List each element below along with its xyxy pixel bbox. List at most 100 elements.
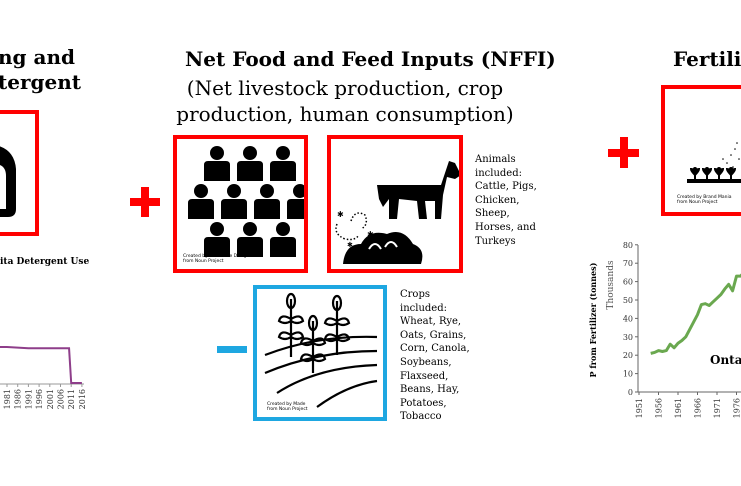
y-tick-label: 80 [623, 241, 633, 250]
person-head [243, 146, 257, 160]
person-body [204, 237, 230, 257]
crops-credit-line: from Noun Project [267, 407, 308, 412]
x-tick-label: 1961 [674, 398, 683, 418]
person-body [254, 199, 280, 219]
svg-text:✱: ✱ [347, 241, 353, 249]
detergent-bottle-icon [0, 146, 16, 217]
note-line: Tobacco [400, 411, 442, 423]
people-credit-line: Created by Rose Alice Design [183, 254, 250, 259]
nffi-subtitle-line-2: production, human consumption) [176, 102, 514, 126]
y-tick-label: 60 [623, 278, 633, 287]
fertilizer-icon-box: Created by Brand Mania from Noun Project [661, 85, 741, 216]
person-body [270, 237, 296, 257]
note-line: Beans, Hay, [400, 384, 460, 396]
person-body [188, 199, 214, 219]
x-tick-label: 2006 [57, 389, 66, 409]
person-head [293, 184, 307, 198]
y-tick-label: 50 [623, 296, 633, 305]
fertilizer-credit-line: from Noun Project [677, 200, 718, 205]
y-tick-label: 20 [623, 351, 633, 360]
y-tick-label: 10 [623, 370, 633, 379]
person-icon [287, 184, 313, 219]
plus-icon [130, 187, 160, 217]
y-tick-label: 70 [623, 259, 633, 268]
x-tick-label: 1971 [713, 398, 722, 418]
x-tick-label: 1986 [14, 389, 23, 409]
note-line: Oats, Grains, [400, 329, 467, 341]
x-tick-label: 1956 [655, 398, 664, 418]
person-head [276, 146, 290, 160]
person-head [227, 184, 241, 198]
person-body [287, 199, 313, 219]
person-icon [237, 222, 263, 257]
y-axis-label: P from Fertilizer (tonnes) [588, 262, 598, 377]
note-line: Soybeans, [400, 356, 452, 368]
note-line: Potatoes, [400, 397, 447, 409]
note-line: included: [475, 167, 522, 179]
person-head [210, 146, 224, 160]
plant-bud [717, 167, 721, 171]
plus-icon [608, 137, 639, 168]
crops-icon-box: Created by Made from Noun Project [253, 285, 387, 421]
person-icon [204, 146, 230, 181]
people-credit-line: from Noun Project [183, 259, 224, 264]
plant-bud [705, 167, 709, 171]
fertilizer-title: Fertiliz [673, 47, 741, 71]
fertilizer-spreading-icon [687, 142, 741, 183]
x-tick-label: 1966 [694, 398, 703, 418]
person-body [204, 161, 230, 181]
x-tick-label: 2016 [78, 389, 87, 409]
person-icon [204, 222, 230, 257]
person-body [237, 237, 263, 257]
horse-manure-icon: ✱ ✱ ✱ [335, 161, 461, 264]
fertilizer-credit-line: Created by Brand Mania [677, 195, 732, 200]
note-line: Flaxseed, [400, 370, 449, 382]
wheat-field-icon [264, 292, 378, 408]
people-icon-box: Created by Rose Alice Design from Noun P… [173, 135, 313, 273]
y-tick-label: 40 [623, 314, 633, 323]
person-icon [237, 146, 263, 181]
svg-text:✱: ✱ [367, 230, 374, 239]
plant-bud [729, 167, 733, 171]
nffi-title: Net Food and Feed Inputs (NFFI) [185, 47, 556, 71]
minus-icon [217, 346, 247, 353]
crops-included-note: Crops included: Wheat, Rye, Oats, Grains… [400, 288, 470, 424]
x-tick-label: 1951 [635, 398, 644, 418]
note-line: Chicken, [475, 194, 520, 206]
person-head [210, 222, 224, 236]
svg-text:✱: ✱ [337, 210, 344, 219]
people-credit: Created by Rose Alice Design from Noun P… [183, 254, 249, 264]
person-body [237, 161, 263, 181]
detergent-title-line-2: tergent [0, 70, 81, 94]
note-line: Cattle, Pigs, [475, 181, 537, 193]
plant-icon [725, 167, 737, 179]
plant-icon [701, 167, 713, 179]
note-line: Turkeys [475, 235, 516, 247]
x-tick-label: 1991 [24, 389, 33, 409]
person-icon [221, 184, 247, 219]
fertilizer-credit: Created by Brand Mania from Noun Project [677, 195, 732, 205]
x-tick-label: 1981 [3, 389, 12, 409]
crops-credit-line: Created by Made [267, 402, 306, 407]
person-icon [254, 184, 280, 219]
note-line: Animals [475, 154, 516, 165]
plant-bud [693, 167, 697, 171]
note-line: Sheep, [475, 208, 510, 220]
person-icon [188, 184, 214, 219]
livestock-icon-box: ✱ ✱ ✱ [327, 135, 463, 273]
detergent-chart-title: ita Detergent Use [0, 257, 90, 267]
note-line: Crops [400, 289, 430, 300]
detergent-line [0, 346, 82, 384]
animals-included-note: Animals included: Cattle, Pigs, Chicken,… [475, 153, 537, 248]
detergent-title-line-1: ng and [0, 45, 75, 69]
person-icon [270, 222, 296, 257]
person-body [270, 161, 296, 181]
person-body [221, 199, 247, 219]
x-tick-label: 2001 [46, 389, 55, 409]
person-head [194, 184, 208, 198]
person-head [260, 184, 274, 198]
nffi-subtitle-line-1: (Net livestock production, crop [186, 76, 504, 100]
person-icon [270, 146, 296, 181]
